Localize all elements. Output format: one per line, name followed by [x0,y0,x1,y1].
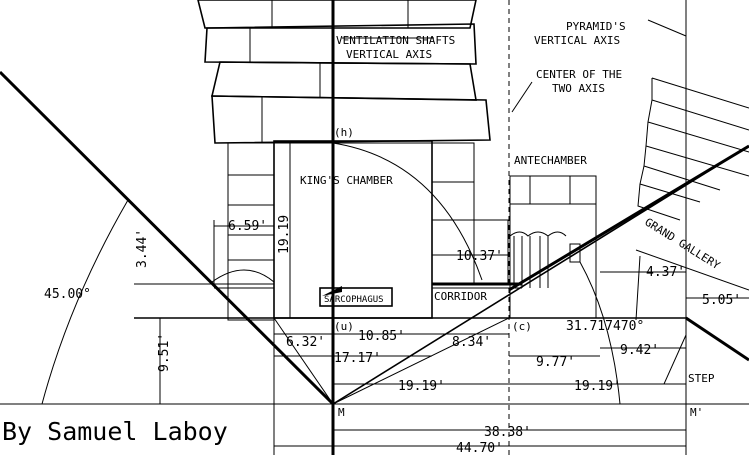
dim-9-77: 9.77' [536,355,575,370]
antechamber-label: ANTECHAMBER [514,154,587,167]
m-prime-label: M' [690,406,703,419]
dim-3-44: 3.44' [135,229,150,268]
small-arc [211,269,275,283]
floor-structures [134,282,686,319]
construction-lines [0,70,749,406]
c-point-label: (c) [512,320,532,333]
dim-17-17: 17.17' [334,351,381,366]
dim-10-85: 10.85' [358,329,405,344]
step-label: STEP [688,372,715,385]
sarcophagus-label: SARCOPHAGUS [324,295,384,305]
dim-19-19-vertical: 19.19 [277,215,292,254]
vent-shafts-label: VENTILATION SHAFTS [336,34,455,47]
center-label-1: CENTER OF THE [536,68,622,81]
h-point-label: (h) [334,126,354,139]
dim-4-37: 4.37' [646,265,685,280]
grand-gallery-label: GRAND GALLERY [642,216,722,273]
center-label-2: TWO AXIS [552,82,605,95]
dim-5-05: 5.05' [702,293,741,308]
dim-6-32: 6.32' [286,335,325,350]
dimension-lines [41,19,749,447]
dim-19-19-left: 19.19' [398,379,445,394]
author-label: By Samuel Laboy [2,417,228,446]
dim-10-37: 10.37' [456,249,503,264]
dim-9-51: 9.51' [157,333,172,372]
dim-44-70: 44.70' [456,441,503,455]
grand-gallery [635,77,749,321]
dim-9-42: 9.42' [620,343,659,358]
dim-19-19-right: 19.19' [574,379,621,394]
vent-axis-label: VERTICAL AXIS [346,48,432,61]
pyramid-label: PYRAMID'S [566,20,626,33]
pyramid-axis-label: VERTICAL AXIS [534,34,620,47]
m-point-label: M [338,406,345,419]
kings-chamber-label: KING'S CHAMBER [300,174,393,187]
radius-arc [332,142,483,281]
corridor-label: CORRIDOR [434,290,487,303]
dim-31-71-angle: 31.717470° [566,319,644,334]
dim-45-degrees: 45.00° [44,287,91,302]
kings-chamber [273,140,433,319]
u-point-label: (u) [334,320,354,333]
masonry-top [197,0,491,144]
dim-6-59: 6.59' [228,219,267,234]
dim-38-38: 38.38' [484,425,531,440]
dim-8-34: 8.34' [452,335,491,350]
